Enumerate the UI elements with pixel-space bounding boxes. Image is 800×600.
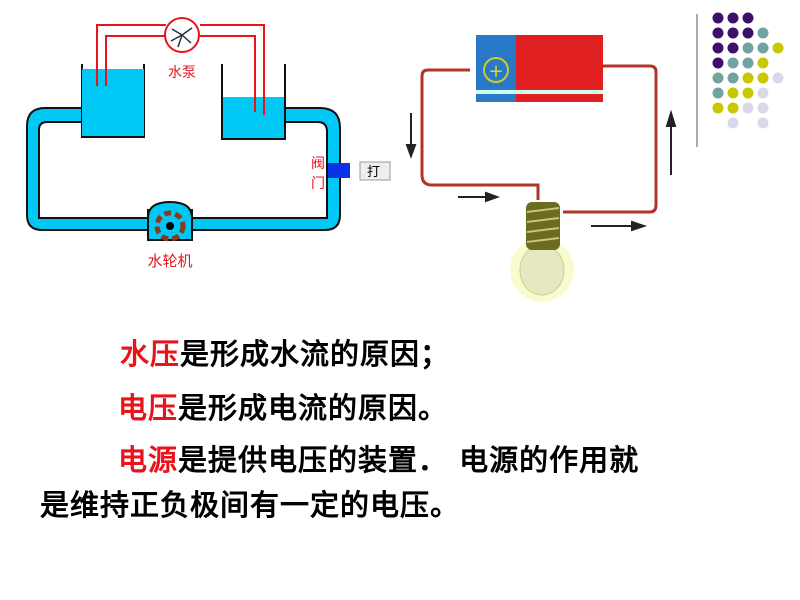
decorative-dot (727, 12, 739, 24)
current-arrows (405, 109, 677, 232)
valve-label-2: 门 (311, 176, 325, 192)
valve-label-1: 阀 (311, 156, 325, 172)
decorative-dot (727, 42, 739, 54)
decorative-dot-grid (712, 12, 784, 129)
text-line-1: 水压是形成水流的原因； (120, 331, 450, 373)
decorative-dot (742, 87, 754, 99)
open-button[interactable] (359, 161, 391, 181)
text-line-4: 是维持正负极间有一定的电压。 (40, 488, 461, 522)
decorative-dot (757, 42, 769, 54)
decorative-dot (712, 27, 724, 39)
decorative-dot (727, 87, 739, 99)
decorative-dot (742, 27, 754, 39)
decorative-dot (712, 42, 724, 54)
battery-icon: + (476, 35, 603, 102)
turbine-label: 水轮机 (147, 252, 192, 270)
decorative-dot (742, 102, 754, 114)
highlight-water-pressure: 水压 (120, 337, 181, 371)
light-bulb-icon (519, 244, 565, 296)
decorative-dot (727, 102, 739, 114)
line-2-text: 是形成电流的原因。 (178, 391, 449, 425)
decorative-dot (757, 72, 769, 84)
decorative-dot (772, 42, 784, 54)
open-button-label: 打 (367, 165, 380, 180)
water-circuit-diagram: 水泵 水轮机 阀 门 打 (26, 17, 391, 270)
decorative-dot (727, 72, 739, 84)
decorative-dot (757, 57, 769, 69)
turbine-icon (154, 210, 186, 242)
decorative-dot (712, 12, 724, 24)
line-3-text: 是提供电压的装置． 电源的作用就 (178, 443, 640, 477)
decorative-dot (712, 72, 724, 84)
decorative-dot (727, 57, 739, 69)
pump-label: 水泵 (168, 65, 196, 81)
highlight-voltage: 电压 (118, 391, 179, 425)
decorative-dot (757, 87, 769, 99)
decorative-dot (757, 117, 769, 129)
svg-text:+: + (488, 61, 503, 82)
decorative-dot (757, 27, 769, 39)
decorative-dot (742, 12, 754, 24)
text-line-2: 电压是形成电流的原因。 (118, 385, 448, 427)
decorative-dot (727, 27, 739, 39)
highlight-power-source: 电源 (118, 443, 179, 477)
decorative-dot (742, 57, 754, 69)
text-line-3: 电源是提供电压的装置． 电源的作用就 (118, 437, 639, 479)
decorative-dot (772, 72, 784, 84)
electric-circuit-diagram: + (405, 35, 677, 302)
line-1-text: 是形成水流的原因； (180, 337, 451, 371)
decorative-dot (712, 57, 724, 69)
decorative-dot (757, 102, 769, 114)
decorative-dot (712, 87, 724, 99)
valve-icon (328, 163, 350, 178)
decorative-dot (727, 117, 739, 129)
decorative-dot (742, 42, 754, 54)
decorative-dot (742, 72, 754, 84)
decorative-dot (712, 102, 724, 114)
